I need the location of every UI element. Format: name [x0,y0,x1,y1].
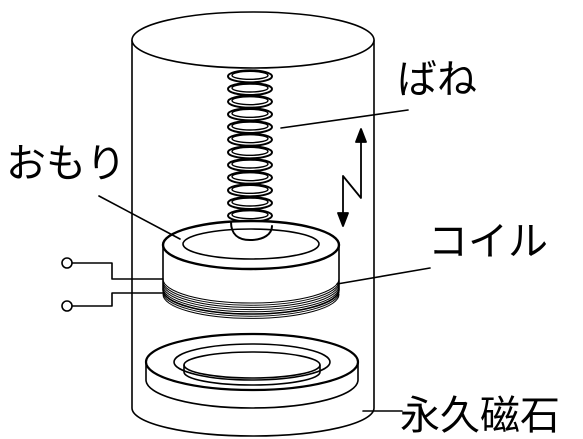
label-coil: コイル [428,219,548,265]
label-permanent-magnet: 永久磁石 [400,393,560,439]
label-spring: ばね [397,57,477,103]
terminal-circle-icon [61,300,73,312]
leader-line-spring [280,109,409,129]
coil-winding [162,287,340,313]
coil-winding [162,282,340,308]
coil-winding [162,280,340,306]
leader-line-coil [336,267,431,285]
terminal-circle-icon [61,257,73,269]
coil-winding [162,293,340,319]
coil-winding [162,278,340,304]
spring-coil [227,69,273,223]
label-weight: おもり [6,141,126,187]
coil-winding [162,285,340,311]
zigzag-arrow-icon [337,128,367,227]
spring-end [230,221,273,241]
weight-with-coil [161,219,341,319]
lead-wires [71,262,164,307]
coil-windings [162,278,340,319]
permanent-magnet [144,332,360,409]
coil-winding [162,289,340,315]
coil-winding [162,291,340,317]
leader-line-weight [98,195,181,240]
